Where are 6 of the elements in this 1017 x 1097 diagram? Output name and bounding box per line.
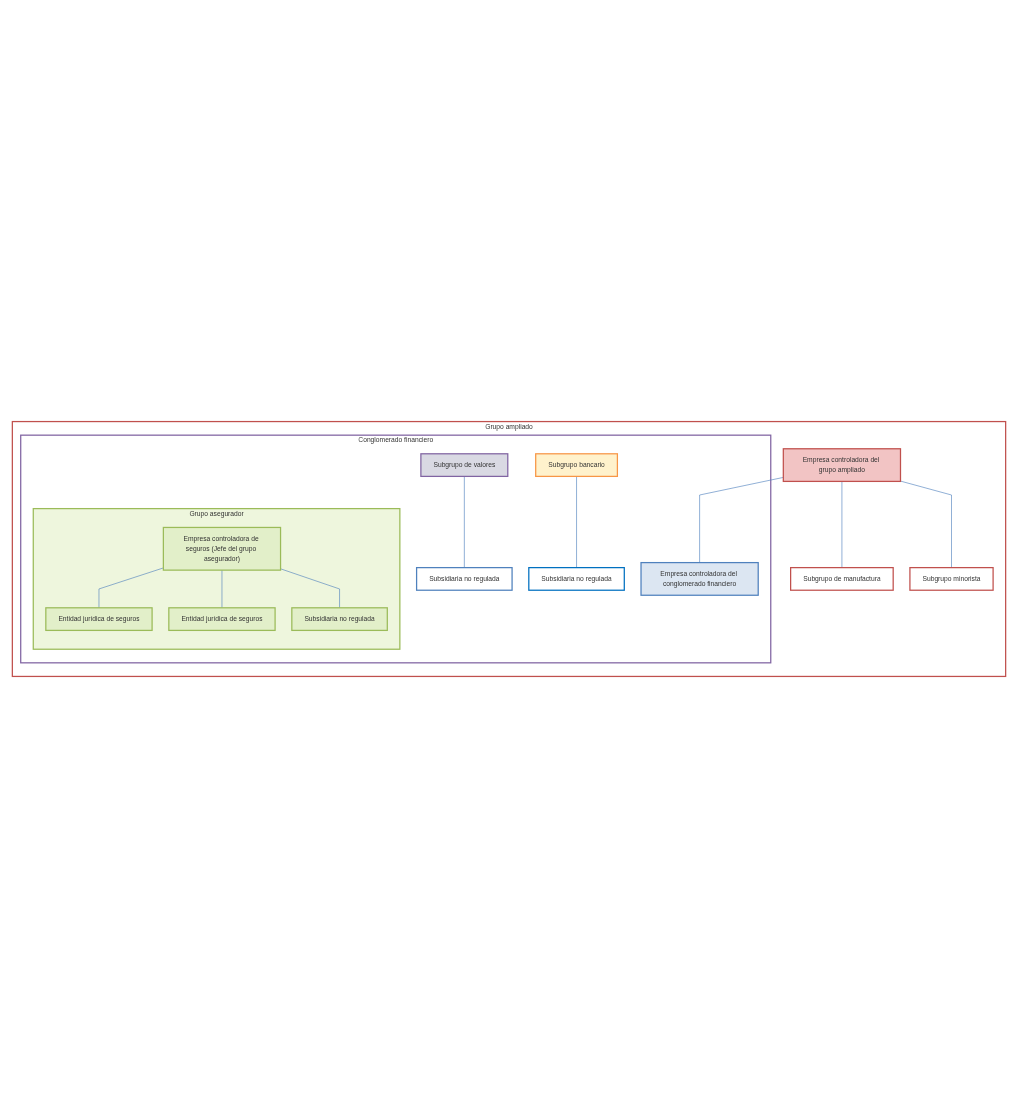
connector [221, 569, 222, 608]
connector [279, 568, 340, 608]
connector [98, 567, 164, 608]
connector [463, 475, 465, 568]
connector [899, 480, 952, 568]
connector [575, 475, 577, 568]
